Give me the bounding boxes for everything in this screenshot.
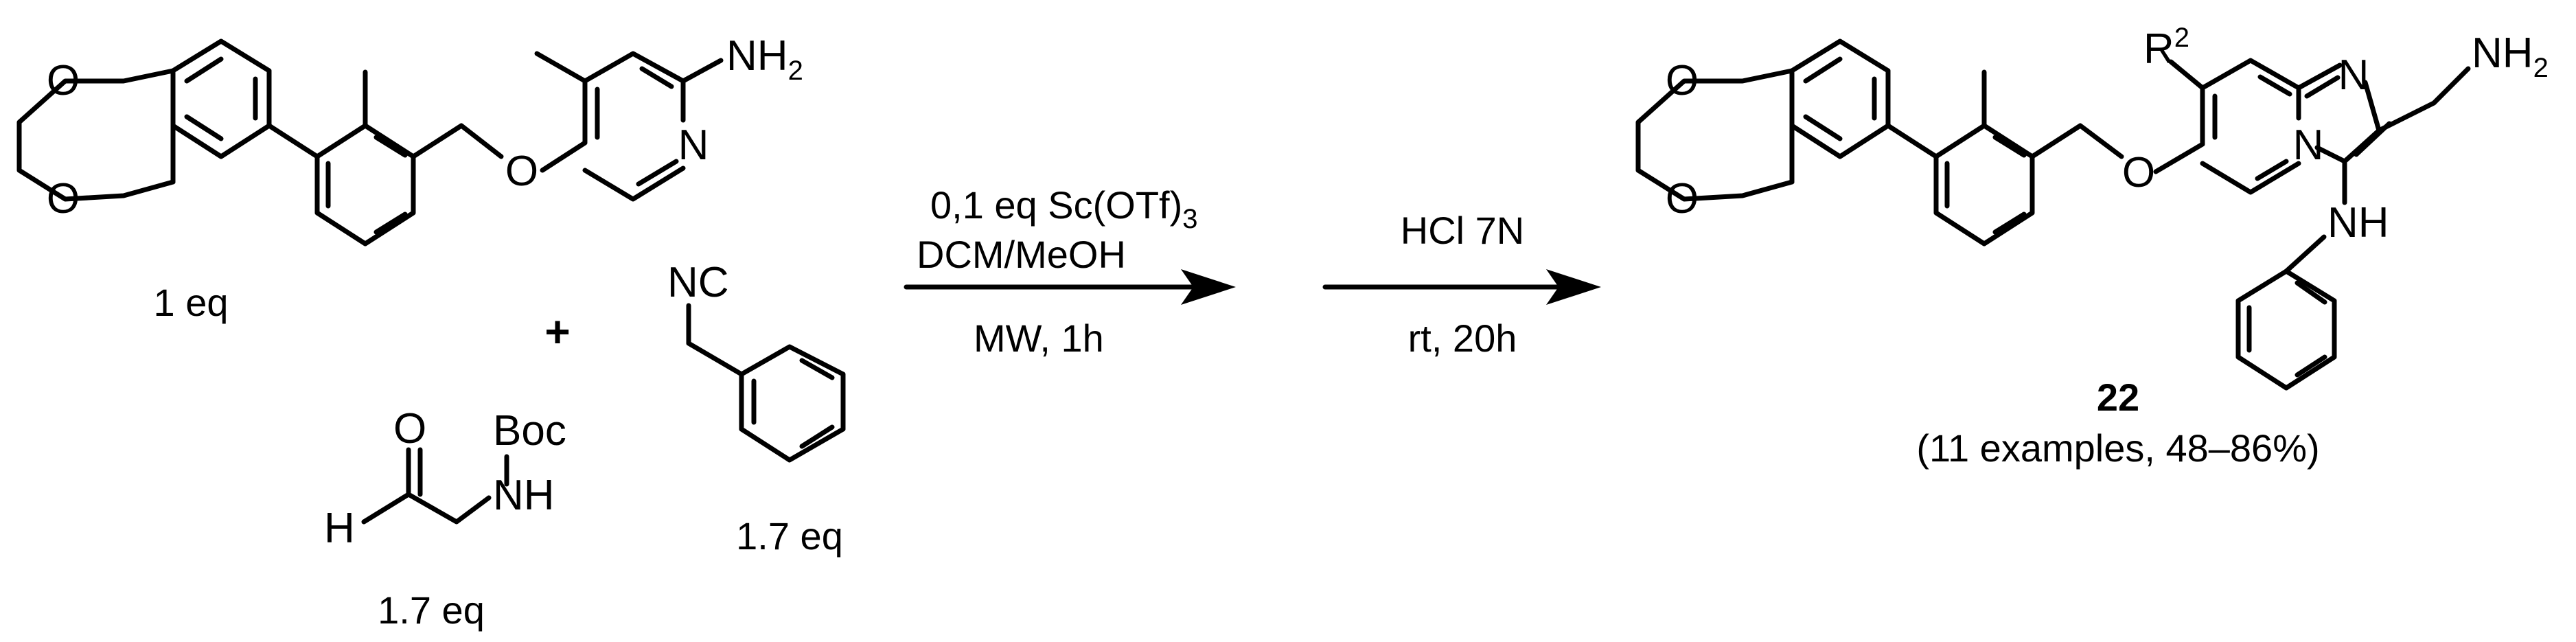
- reactant-isocyanide-structure: NC 1.7 eq: [667, 259, 846, 558]
- atom-h-aldehyde: H: [324, 505, 355, 552]
- reactant-aldehyde-equiv-label: 1.7 eq: [378, 588, 485, 632]
- atom-n-pyridine: N: [678, 122, 709, 169]
- product-structure: O O O N N R2 NH2 NH 22 (11 examples, 48–…: [1635, 23, 2549, 470]
- reactant-aldehyde-structure: O H NH Boc 1.7 eq: [324, 405, 566, 632]
- step1-catalyst-label: 0,1 eq Sc(OTf)3: [930, 183, 1197, 234]
- atom-o-ether: O: [505, 148, 538, 195]
- reactant-aminopyridine-structure: O O O N NH2 1 eq: [16, 32, 803, 324]
- atom-o-dioxane-top: O: [47, 57, 80, 104]
- step1-solvent-label: DCM/MeOH: [917, 233, 1126, 276]
- step1-conditions-label: MW, 1h: [974, 317, 1104, 360]
- product-atom-r2: R2: [2143, 23, 2189, 73]
- product-atom-o-ether: O: [2122, 149, 2155, 196]
- atom-nh-boc: NH: [493, 472, 555, 519]
- atom-o-dioxane-bottom: O: [47, 175, 80, 222]
- atom-nh2: NH2: [726, 32, 803, 86]
- product-compound-number: 22: [2097, 376, 2139, 419]
- product-atom-o-dioxane-top: O: [1666, 57, 1699, 104]
- plus-sign: +: [544, 307, 570, 356]
- toluene-ring-bonds: [266, 69, 504, 247]
- product-atom-n-imidazole: N: [2338, 51, 2369, 99]
- benzo-ring-bonds: [170, 38, 272, 185]
- product-atom-nh2: NH2: [2472, 30, 2549, 83]
- product-atom-o-dioxane-bottom: O: [1666, 175, 1699, 222]
- product-caption: (11 examples, 48–86%): [1916, 426, 2319, 470]
- reactant-isocyanide-equiv-label: 1.7 eq: [736, 514, 843, 558]
- product-atom-nh: NH: [2327, 199, 2389, 247]
- atom-nc: NC: [667, 259, 729, 306]
- atom-o-carbonyl: O: [393, 405, 426, 452]
- reaction-arrow-step1: [904, 269, 1236, 305]
- dioxane-ring-bonds: [16, 68, 176, 202]
- step2-reagent-label: HCl 7N: [1401, 209, 1524, 252]
- step2-conditions-label: rt, 20h: [1408, 317, 1517, 360]
- atom-boc: Boc: [493, 407, 566, 455]
- pyridine-ring-bonds: [534, 51, 724, 202]
- product-atom-n-bridgehead: N: [2293, 122, 2324, 169]
- reaction-arrow-step2: [1322, 269, 1601, 305]
- reactant-amine-equiv-label: 1 eq: [154, 281, 229, 324]
